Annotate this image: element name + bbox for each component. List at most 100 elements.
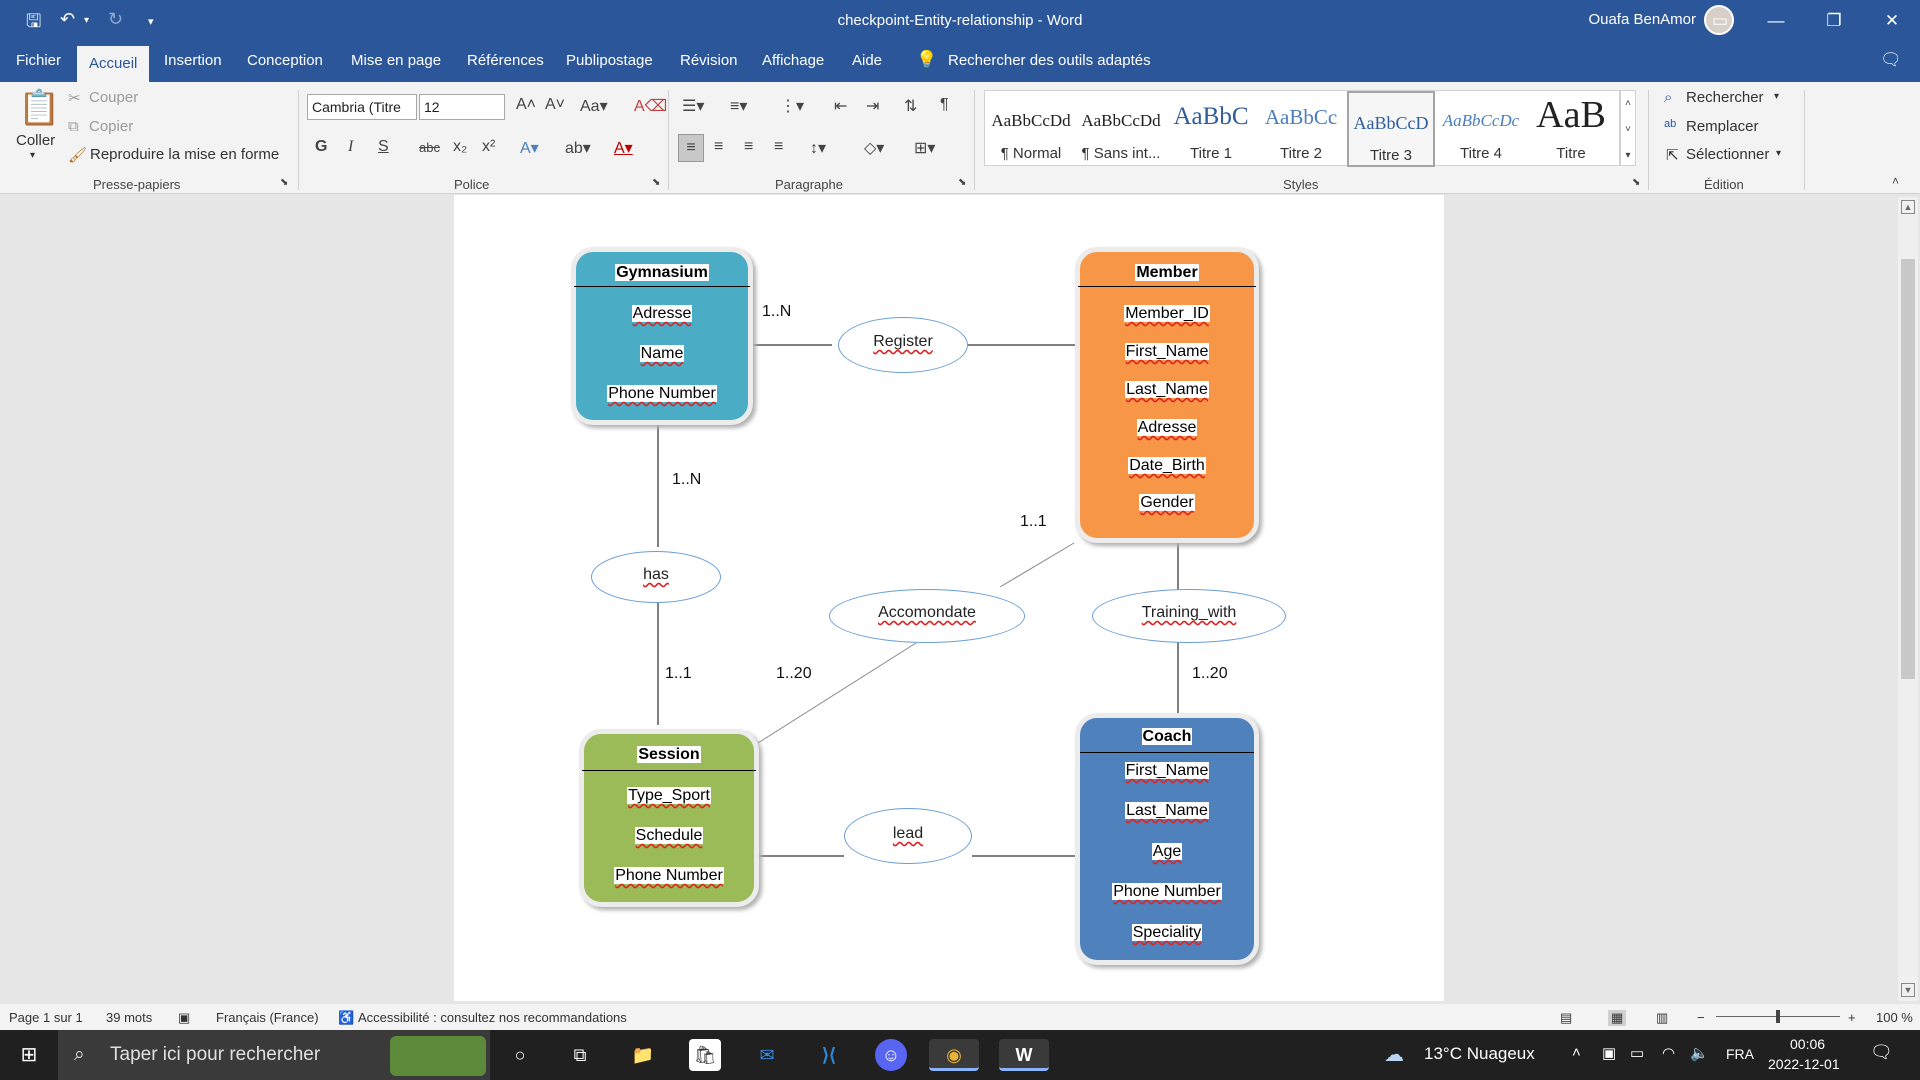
close-icon[interactable]: ✕ [1884,11,1900,30]
zoom-level[interactable]: 100 % [1876,1010,1913,1025]
superscript-icon[interactable]: x² [482,138,496,155]
zoom-slider-thumb[interactable] [1776,1010,1780,1023]
styles-launcher-icon[interactable]: ⬊ [1632,177,1641,188]
document-page[interactable]: Gymnasium Adresse Name Phone Number Memb… [454,195,1444,1001]
restore-icon[interactable]: ❐ [1826,11,1842,30]
highlight-icon[interactable]: ab▾ [565,140,591,157]
input-language[interactable]: FRA [1726,1046,1754,1062]
weather-text[interactable]: 13°C Nuageux [1424,1044,1535,1063]
find-button[interactable]: Rechercher [1686,89,1764,106]
clock-time[interactable]: 00:06 [1790,1036,1826,1052]
tab-references[interactable]: Références [467,52,544,69]
zoom-in-icon[interactable]: + [1848,1010,1856,1025]
italic-button[interactable]: I [348,138,354,155]
tab-conception[interactable]: Conception [247,52,323,69]
bullets-icon[interactable]: ☰▾ [682,98,705,115]
file-explorer-icon[interactable]: 📁 [631,1045,655,1065]
tab-affichage[interactable]: Affichage [762,52,825,69]
store-icon[interactable]: 🛍 [689,1039,721,1071]
shading-icon[interactable]: ◇▾ [864,140,885,157]
cut-button[interactable]: Couper [89,89,139,106]
line-spacing-icon[interactable]: ↕▾ [810,140,827,157]
undo-icon[interactable]: ↶ [60,9,76,29]
entity-gymnasium[interactable]: Gymnasium Adresse Name Phone Number [571,247,753,425]
paragraph-launcher-icon[interactable]: ⬊ [958,177,967,188]
paste-dropdown-icon[interactable]: ▾ [30,150,36,161]
align-center-icon[interactable]: ≡ [714,138,724,155]
select-dropdown-icon[interactable]: ▾ [1776,148,1782,159]
scroll-up-icon[interactable]: ▲ [1901,200,1915,214]
format-painter-icon[interactable]: 🖌 [68,147,88,164]
tab-aide[interactable]: Aide [852,52,883,69]
underline-button[interactable]: S [378,138,389,155]
font-launcher-icon[interactable]: ⬊ [652,177,661,188]
numbering-icon[interactable]: ≡▾ [730,98,748,115]
tab-mise-en-page[interactable]: Mise en page [351,52,442,69]
strikethrough-button[interactable]: abc [419,140,440,155]
style-sans-interligne[interactable]: AaBbCcDd¶ Sans int... [1077,91,1165,167]
scroll-down-icon[interactable]: ▼ [1901,983,1915,997]
word-icon[interactable]: W [999,1039,1049,1071]
comments-icon[interactable]: 🗨 [1880,50,1902,69]
accessibility-icon[interactable]: ♿ [338,1010,355,1025]
align-right-icon[interactable]: ≡ [744,138,754,155]
clear-format-icon[interactable]: A⌫ [634,98,668,115]
tab-publipostage[interactable]: Publipostage [566,52,653,69]
discord-icon[interactable]: ☺ [875,1039,907,1071]
tray-device-icon[interactable]: ▣ [1602,1045,1617,1062]
read-mode-icon[interactable]: ▤ [1560,1010,1573,1025]
entity-member[interactable]: Member Member_ID First_Name Last_Name Ad… [1075,247,1259,543]
redo-icon[interactable]: ↻ [108,9,124,29]
tray-overflow-icon[interactable]: ˄ [1572,1044,1581,1061]
user-name[interactable]: Ouafa BenAmor [1588,11,1696,28]
decrease-indent-icon[interactable]: ⇤ [834,98,848,115]
print-layout-icon[interactable]: ▦ [1608,1010,1627,1026]
word-count[interactable]: 39 mots [106,1010,153,1025]
proofing-icon[interactable]: ▣ [178,1010,191,1025]
clock-date[interactable]: 2022-12-01 [1768,1056,1840,1072]
font-size-select[interactable]: 12 [419,94,505,120]
styles-scroll-icon[interactable]: ˄˅▾ [1620,90,1636,166]
ribbon-display-icon[interactable]: ▭ [1711,11,1729,30]
relation-register[interactable]: Register [838,317,968,373]
save-icon[interactable]: 🖫 [26,11,42,31]
shrink-font-icon[interactable]: A˅ [545,96,566,113]
style-normal[interactable]: AaBbCcDd¶ Normal [987,91,1075,167]
tab-accueil[interactable]: Accueil [77,46,150,82]
sort-icon[interactable]: ⇅ [904,98,918,115]
avatar[interactable] [1704,5,1734,35]
paste-icon[interactable]: 📋 [18,89,61,127]
relation-has[interactable]: has [591,551,721,603]
justify-icon[interactable]: ≡ [774,138,784,155]
text-effects-icon[interactable]: A▾ [520,140,539,157]
select-button[interactable]: Sélectionner [1686,146,1770,163]
weather-icon[interactable]: ☁ [1384,1044,1404,1066]
collapse-ribbon-icon[interactable]: ˄ [1892,174,1900,188]
chrome-icon[interactable]: ◉ [929,1039,979,1071]
task-view-icon[interactable]: ⧉ [573,1045,587,1065]
volume-icon[interactable]: 🔈 [1690,1045,1709,1062]
entity-coach[interactable]: Coach First_Name Last_Name Age Phone Num… [1075,713,1259,965]
cut-icon[interactable]: ✂ [68,90,81,107]
borders-icon[interactable]: ⊞▾ [914,140,936,157]
clipboard-launcher-icon[interactable]: ⬊ [280,177,289,188]
cortana-icon[interactable]: ○ [514,1045,526,1065]
tab-insertion[interactable]: Insertion [164,52,222,69]
mail-icon[interactable]: ✉ [759,1045,775,1065]
vertical-scrollbar[interactable]: ▲ ▼ [1898,197,1918,1001]
wifi-icon[interactable]: ◠ [1662,1045,1676,1062]
zoom-out-icon[interactable]: − [1697,1010,1705,1025]
align-left-icon[interactable]: ≡ [678,134,704,162]
find-icon[interactable]: ⌕ [1664,89,1673,106]
font-color-icon[interactable]: A▾ [614,140,633,157]
pilcrow-icon[interactable]: ¶ [940,96,949,113]
notifications-icon[interactable]: 🗨 [1870,1042,1893,1062]
scrollbar-thumb[interactable] [1901,259,1915,679]
font-family-select[interactable]: Cambria (Titre [307,94,417,120]
relation-training-with[interactable]: Training_with [1092,589,1286,643]
